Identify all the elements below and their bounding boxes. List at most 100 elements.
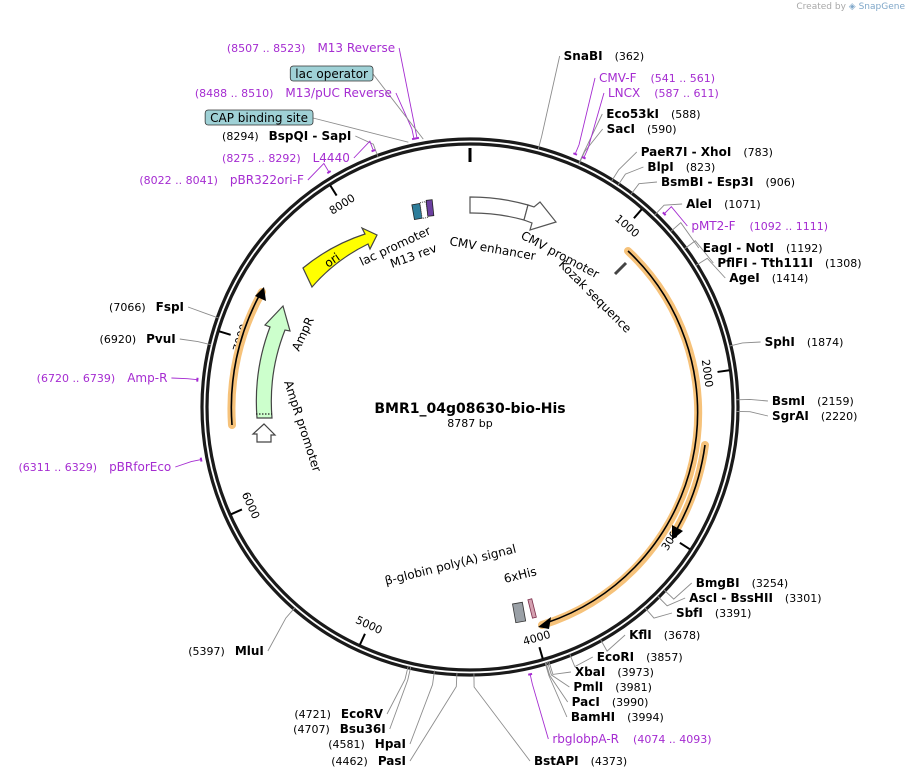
enzyme-bsmbi-esp3i: BsmBI - Esp3I(906) xyxy=(661,175,795,189)
enzyme-label: SgrAI xyxy=(772,409,809,423)
enzyme-ecorv: EcoRV(4721) xyxy=(294,707,383,721)
primer-range: (8275 .. 8292) xyxy=(222,152,301,165)
tick-mark-8000 xyxy=(329,184,338,197)
enzyme-asci-bsshii: AscI - BssHII(3301) xyxy=(689,591,821,605)
feature-label-ampr-promoter: AmpR promoter xyxy=(281,379,324,474)
feature-label-6xhis: 6xHis xyxy=(502,564,538,586)
enzyme-fspi: FspI(7066) xyxy=(109,300,184,314)
enzyme-position: (2220) xyxy=(821,410,858,423)
tick-label-5000: 5000 xyxy=(354,613,385,637)
enzyme-label: KflI xyxy=(629,628,652,642)
enzyme-label: XbaI xyxy=(575,665,605,679)
enzyme-position: (4373) xyxy=(591,755,628,768)
enzyme-label: BstAPI xyxy=(534,754,579,768)
enzyme-position: (1308) xyxy=(825,257,862,270)
enzyme-position: (1192) xyxy=(786,242,823,255)
enzyme-position: (906) xyxy=(765,176,795,189)
tick-mark-1000 xyxy=(633,208,643,219)
enzyme-label: HpaI xyxy=(375,737,406,751)
enzyme-eagi-noti: EagI - NotI (1192) xyxy=(703,241,823,255)
primer-label: Amp-R xyxy=(127,371,167,385)
orf2-arc xyxy=(676,444,706,530)
plasmid-length: 8787 bp xyxy=(447,417,492,430)
enzyme-saci: SacI(590) xyxy=(607,122,677,136)
enzyme-label: SbfI xyxy=(676,606,703,620)
enzyme-label: BspQI - SapI xyxy=(269,129,352,143)
enzyme-label: EagI - NotI xyxy=(703,241,774,255)
enzyme-position: (3301) xyxy=(785,592,822,605)
enzyme-paer7i-xhoi: PaeR7I - XhoI (783) xyxy=(641,145,773,159)
enzyme-position: (783) xyxy=(743,146,773,159)
enzyme-blpi: BlpI(823) xyxy=(647,160,715,174)
primer-pbrforeco: pBRforEco(6311 .. 6329) xyxy=(19,460,172,474)
enzyme-label: Eco53kI xyxy=(606,107,659,121)
orf3-arrowhead xyxy=(255,287,266,301)
enzyme-position: (6920) xyxy=(100,333,137,346)
labels-layer: SnaBI(362) Eco53kI(588)SacI(590) PaeR7I - … xyxy=(19,41,862,768)
enzyme-label: AleI xyxy=(686,197,712,211)
primer-range: (1092 .. 1111) xyxy=(750,220,829,233)
tick-label-1000: 1000 xyxy=(612,212,642,240)
enzyme-kfli: KflI(3678) xyxy=(629,628,700,642)
primer-range: (6720 .. 6739) xyxy=(37,372,116,385)
enzyme-label: BsmI xyxy=(772,394,805,408)
enzyme-label: EcoRI xyxy=(597,650,634,664)
primer-pmt2-f: pMT2-F(1092 .. 1111) xyxy=(691,219,828,233)
primer-amp-r: Amp-R (6720 .. 6739) xyxy=(37,371,168,385)
primer-range: (587 .. 611) xyxy=(654,87,719,100)
enzyme-bstapi: BstAPI (4373) xyxy=(534,754,627,768)
enzyme-position: (4462) xyxy=(331,755,368,768)
tick-label-6000: 6000 xyxy=(239,490,262,521)
primer-l4440: L4440 (8275 .. 8292) xyxy=(222,151,350,165)
ori-feature xyxy=(302,226,378,289)
orf2-arrowhead xyxy=(672,525,683,540)
tick-label-8000: 8000 xyxy=(327,191,358,217)
enzyme-bmgbi: BmgBI(3254) xyxy=(696,576,788,590)
enzyme-label: AgeI xyxy=(729,271,759,285)
enzyme-position: (3994) xyxy=(627,711,664,724)
enzyme-label: MluI xyxy=(235,644,264,658)
enzyme-sphi: SphI(1874) xyxy=(765,335,844,349)
primer-label: M13/pUC Reverse xyxy=(285,86,392,100)
primer-pbr322ori-f: pBR322ori-F(8022 .. 8041) xyxy=(139,173,304,187)
enzyme-position: (3981) xyxy=(615,681,652,694)
enzyme-position: (3857) xyxy=(646,651,683,664)
enzyme-position: (5397) xyxy=(188,645,225,658)
enzyme-position: (3990) xyxy=(612,696,649,709)
enzyme-position: (3973) xyxy=(617,666,654,679)
kozak-feature xyxy=(613,261,628,276)
enzyme-label: EcoRV xyxy=(341,707,384,721)
primer-lncx: LNCX(587 .. 611) xyxy=(608,86,719,100)
lac-promoter-feature xyxy=(411,202,423,221)
enzyme-position: (8294) xyxy=(222,130,259,143)
primer-range: (8488 .. 8510) xyxy=(195,87,274,100)
enzyme-label: SnaBI xyxy=(564,49,603,63)
tick-mark-7000 xyxy=(218,330,231,336)
enzyme-eco53ki: Eco53kI(588) xyxy=(606,107,700,121)
snapgene-logo-icon: ◈ xyxy=(848,2,856,12)
enzyme-mlui: MluI (5397) xyxy=(188,644,264,658)
primer-cmv-f: CMV-F (541 .. 561) xyxy=(599,71,715,85)
orf-highlight-arc xyxy=(538,247,703,629)
primer-range: (541 .. 561) xyxy=(651,72,716,85)
enzyme-label: PaeR7I - XhoI xyxy=(641,145,732,159)
primer-label: L4440 xyxy=(313,151,350,165)
enzyme-position: (2159) xyxy=(817,395,854,408)
primer-label: CMV-F xyxy=(599,71,637,85)
orf3-arc xyxy=(230,295,260,426)
orf-arc xyxy=(545,250,699,624)
enzyme-snabi: SnaBI(362) xyxy=(564,49,645,63)
tick-mark-4000 xyxy=(538,646,544,659)
feature-label-ampr: AmpR xyxy=(289,315,317,353)
primer-range: (4074 .. 4093) xyxy=(633,733,712,746)
leaders-layer xyxy=(171,47,769,762)
primer-rbglobpa-r: rbglobpA-R(4074 .. 4093) xyxy=(552,732,711,746)
beta-globin-polya-feature xyxy=(512,601,527,624)
tick-mark-5000 xyxy=(358,633,366,646)
box-label: lac operator xyxy=(295,67,368,81)
primer-m13-reverse: M13 Reverse(8507 .. 8523) xyxy=(227,41,395,55)
enzyme-position: (1414) xyxy=(772,272,809,285)
enzyme-sbfi: SbfI(3391) xyxy=(676,606,752,620)
enzyme-position: (7066) xyxy=(109,301,146,314)
plasmid-backbone-inner xyxy=(205,142,735,672)
